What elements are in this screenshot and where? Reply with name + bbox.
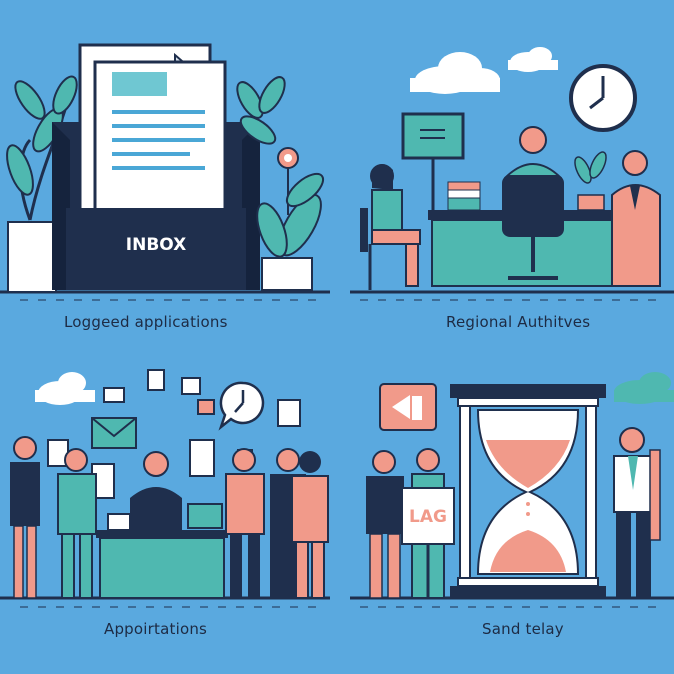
panel-logged-applications: INBOX xyxy=(0,43,330,301)
panel-appointments xyxy=(0,369,330,608)
caption-sand-delay: Sand telay xyxy=(482,620,564,638)
caption-regional-authorities: Regional Authitves xyxy=(446,313,591,331)
caption-appointments: Appoirtations xyxy=(104,620,208,638)
flower-icon xyxy=(277,147,299,215)
inbox-tray: INBOX xyxy=(52,43,260,290)
plant-icon xyxy=(256,172,325,291)
caption-logged-applications: Loggeed applications xyxy=(64,313,228,331)
arrow-sign-icon xyxy=(379,383,437,431)
inbox-label: INBOX xyxy=(126,235,186,255)
clock-icon xyxy=(218,381,265,431)
envelope-icon xyxy=(91,417,137,449)
document-icon xyxy=(47,369,301,499)
lag-sign-label: LAG xyxy=(409,507,447,527)
plant-icon xyxy=(574,151,607,211)
cloud-icon xyxy=(508,47,558,72)
plant-icon xyxy=(6,75,78,293)
cloud-icon xyxy=(410,52,500,94)
document-icon xyxy=(78,43,227,224)
panel-sand-delay: LAG xyxy=(350,372,674,608)
panel-regional-authorities xyxy=(350,47,674,301)
clock-icon xyxy=(569,64,637,132)
hourglass-icon xyxy=(450,384,606,598)
cloud-icon xyxy=(614,372,674,404)
cloud-icon xyxy=(35,372,95,405)
plant-icon xyxy=(236,76,286,145)
